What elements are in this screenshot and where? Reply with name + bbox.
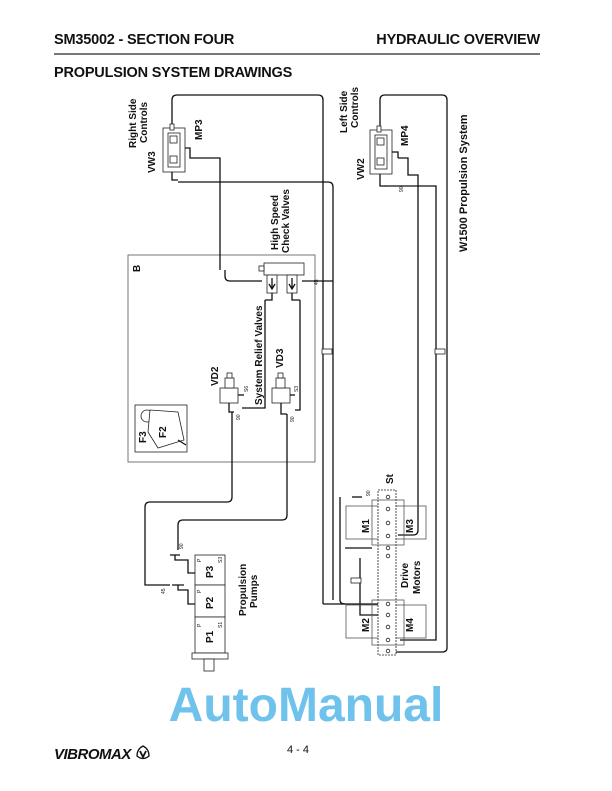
relief-valve-vd3: VD3 S3 90: [271, 348, 300, 422]
pump-p3-label: P3: [205, 565, 216, 578]
coupling-motors: [350, 577, 362, 584]
pump-p2-label: P2: [205, 596, 216, 609]
vd2-port-label: S6: [244, 386, 250, 392]
check-valves-label-1: High Speed: [270, 195, 281, 250]
system-title: W1500 Propulsion System: [458, 114, 470, 252]
header-rule: [54, 53, 540, 55]
filter-f3-label: F3: [138, 431, 149, 443]
relief-valve-vd2: VD2 S6 90: [210, 366, 250, 420]
pump-p3-port: P: [197, 558, 203, 562]
pump-size-45: 45: [161, 588, 167, 594]
relief-valve-vd3-label: VD3: [275, 348, 286, 368]
motor-m4-label: M4: [405, 618, 416, 632]
pumps-label-1: Propulsion: [238, 564, 249, 616]
vd3-port-label: S3: [294, 386, 300, 392]
coupling-left: [321, 348, 333, 355]
valve-vw3: MP3 VW3: [147, 119, 205, 181]
relief-valve-vd2-label: VD2: [210, 366, 221, 386]
motor-block-label: St: [385, 473, 396, 484]
hydraulic-lines: [144, 94, 448, 653]
pumps-label-2: Pumps: [249, 574, 260, 608]
page-number: 4 - 4: [287, 744, 310, 756]
watermark: AutoManual: [168, 679, 444, 732]
coupling-right: [434, 348, 446, 355]
pump-p1-label: P1: [205, 630, 216, 643]
pump-size-90: 90: [179, 543, 185, 549]
port-mp4-label: MP4: [400, 125, 411, 146]
brand-name: VIBROMAX: [54, 746, 131, 763]
motor-size-90: 90: [366, 490, 372, 496]
valve-vw3-label: VW3: [147, 151, 158, 173]
area-b-box: [127, 254, 316, 463]
pump-s1-port: S1: [218, 622, 224, 628]
header-section: SM35002 - SECTION FOUR: [54, 32, 235, 48]
pump-s3-port: S3: [218, 557, 224, 563]
propulsion-pumps: P3 P2 P1 P P P S3 S1 90 45: [161, 543, 229, 672]
valve-vw2-label: VW2: [356, 158, 367, 180]
header-topic: HYDRAULIC OVERVIEW: [376, 32, 540, 48]
valve-vw2: MP4 VW2 90: [356, 125, 411, 192]
check-valve-size: 45: [314, 279, 320, 285]
vibromax-emblem-icon: [135, 745, 150, 760]
drive-motors: M1 M3 M2 M4 St 90: [345, 473, 427, 656]
vd3-size-label: 90: [290, 416, 296, 422]
check-valves-label-2: Check Valves: [281, 189, 292, 253]
motors-label-1: Drive: [400, 563, 411, 588]
vibromax-logo: VIBROMAX: [54, 745, 151, 763]
check-valves: 45: [258, 262, 320, 301]
left-controls-label-1: Left Side: [339, 90, 350, 133]
pump-p1-port: P: [197, 623, 203, 627]
vd2-size-label: 90: [236, 414, 242, 420]
pump-p2-port: P: [197, 589, 203, 593]
relief-valves-label: System Relief Valves: [254, 305, 265, 405]
motor-m1-label: M1: [361, 519, 372, 533]
filter-assembly: F3 F2: [134, 404, 188, 453]
right-controls-label-1: Right Side: [128, 98, 139, 148]
vw2-size-label: 90: [399, 186, 405, 192]
area-b-label: B: [132, 265, 143, 272]
filter-f2-label: F2: [158, 426, 169, 438]
motors-label-2: Motors: [412, 560, 423, 594]
left-controls-label-2: Controls: [350, 86, 361, 128]
port-mp3-label: MP3: [194, 119, 205, 140]
right-controls-label-2: Controls: [139, 101, 150, 143]
section-title: PROPULSION SYSTEM DRAWINGS: [54, 65, 293, 81]
motor-m3-label: M3: [405, 519, 416, 533]
motor-m2-label: M2: [361, 618, 372, 632]
